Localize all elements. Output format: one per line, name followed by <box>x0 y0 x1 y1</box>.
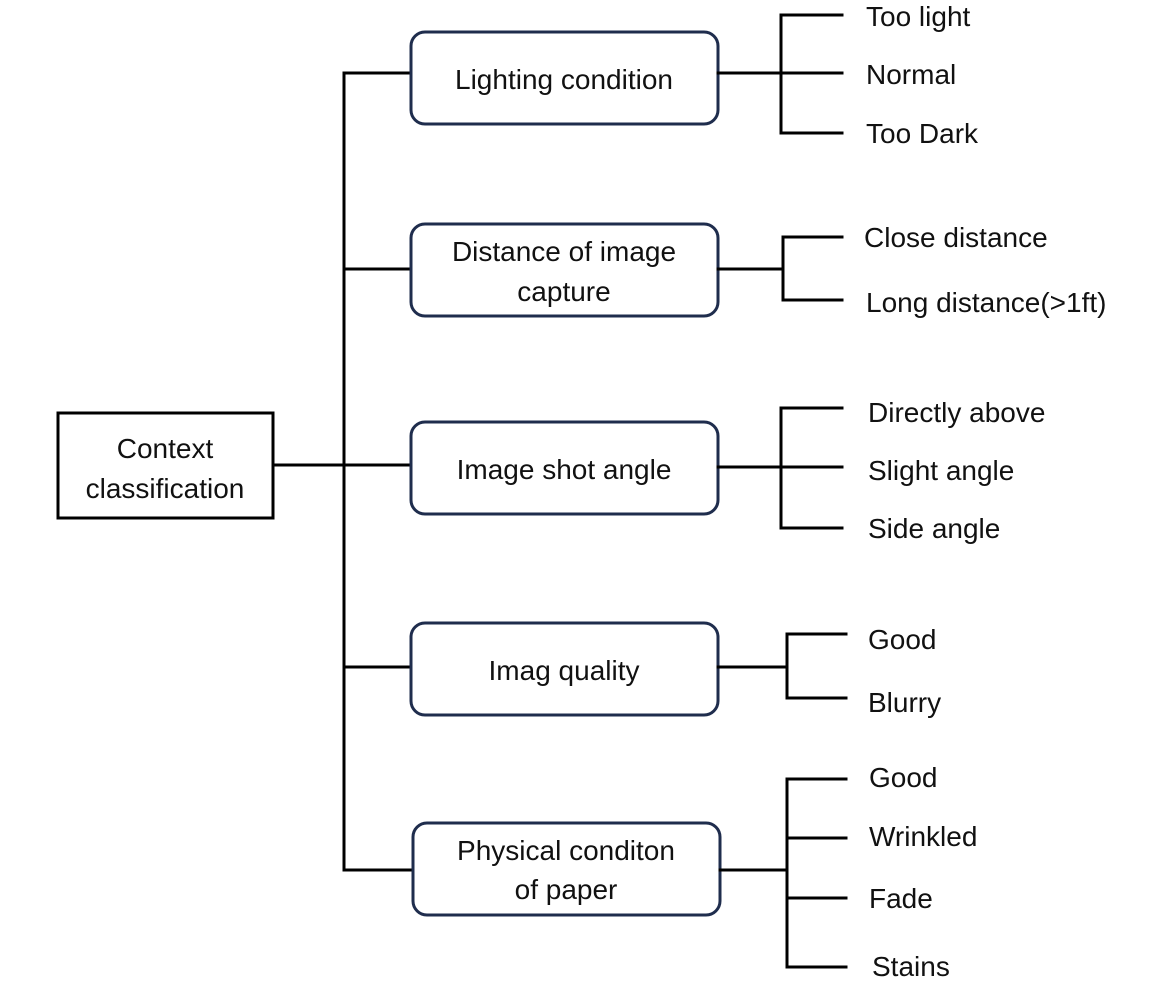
category-label-physical-line-2: of paper <box>515 874 618 905</box>
category-box-quality <box>409 621 720 717</box>
option-stains: Stains <box>872 951 950 982</box>
option-good-quality: Good <box>868 624 937 655</box>
option-long-distance: Long distance(>1ft) <box>866 287 1107 318</box>
option-close-distance: Close distance <box>864 222 1048 253</box>
option-too-dark: Too Dark <box>866 118 979 149</box>
category-image-quality: Imag quality Good Blurry <box>342 621 941 718</box>
option-slight-angle: Slight angle <box>868 455 1014 486</box>
root-box <box>56 411 275 520</box>
category-label-distance-line-2: capture <box>517 276 610 307</box>
root-node: Context classification <box>56 411 275 520</box>
category-lighting-condition: Lighting condition Too light Normal Too … <box>342 1 979 149</box>
option-directly-above: Directly above <box>868 397 1045 428</box>
root-label-line-2: classification <box>86 473 245 504</box>
option-side-angle: Side angle <box>868 513 1000 544</box>
option-normal: Normal <box>866 59 956 90</box>
category-distance-of-image-capture: Distance of image capture Close distance… <box>342 222 1107 318</box>
option-blurry: Blurry <box>868 687 941 718</box>
category-label-angle: Image shot angle <box>457 454 672 485</box>
category-label-physical-line-1: Physical conditon <box>457 835 675 866</box>
root-label-line-1: Context <box>117 433 214 464</box>
category-physical-condition: Physical conditon of paper Good Wrinkled… <box>342 762 977 982</box>
option-good-paper: Good <box>869 762 938 793</box>
option-fade: Fade <box>869 883 933 914</box>
category-label-lighting: Lighting condition <box>455 64 673 95</box>
option-too-light: Too light <box>866 1 971 32</box>
category-label-quality: Imag quality <box>489 655 640 686</box>
category-image-shot-angle: Image shot angle Directly above Slight a… <box>342 397 1045 544</box>
option-wrinkled: Wrinkled <box>869 821 977 852</box>
category-label-distance-line-1: Distance of image <box>452 236 676 267</box>
category-box-lighting <box>409 30 720 126</box>
